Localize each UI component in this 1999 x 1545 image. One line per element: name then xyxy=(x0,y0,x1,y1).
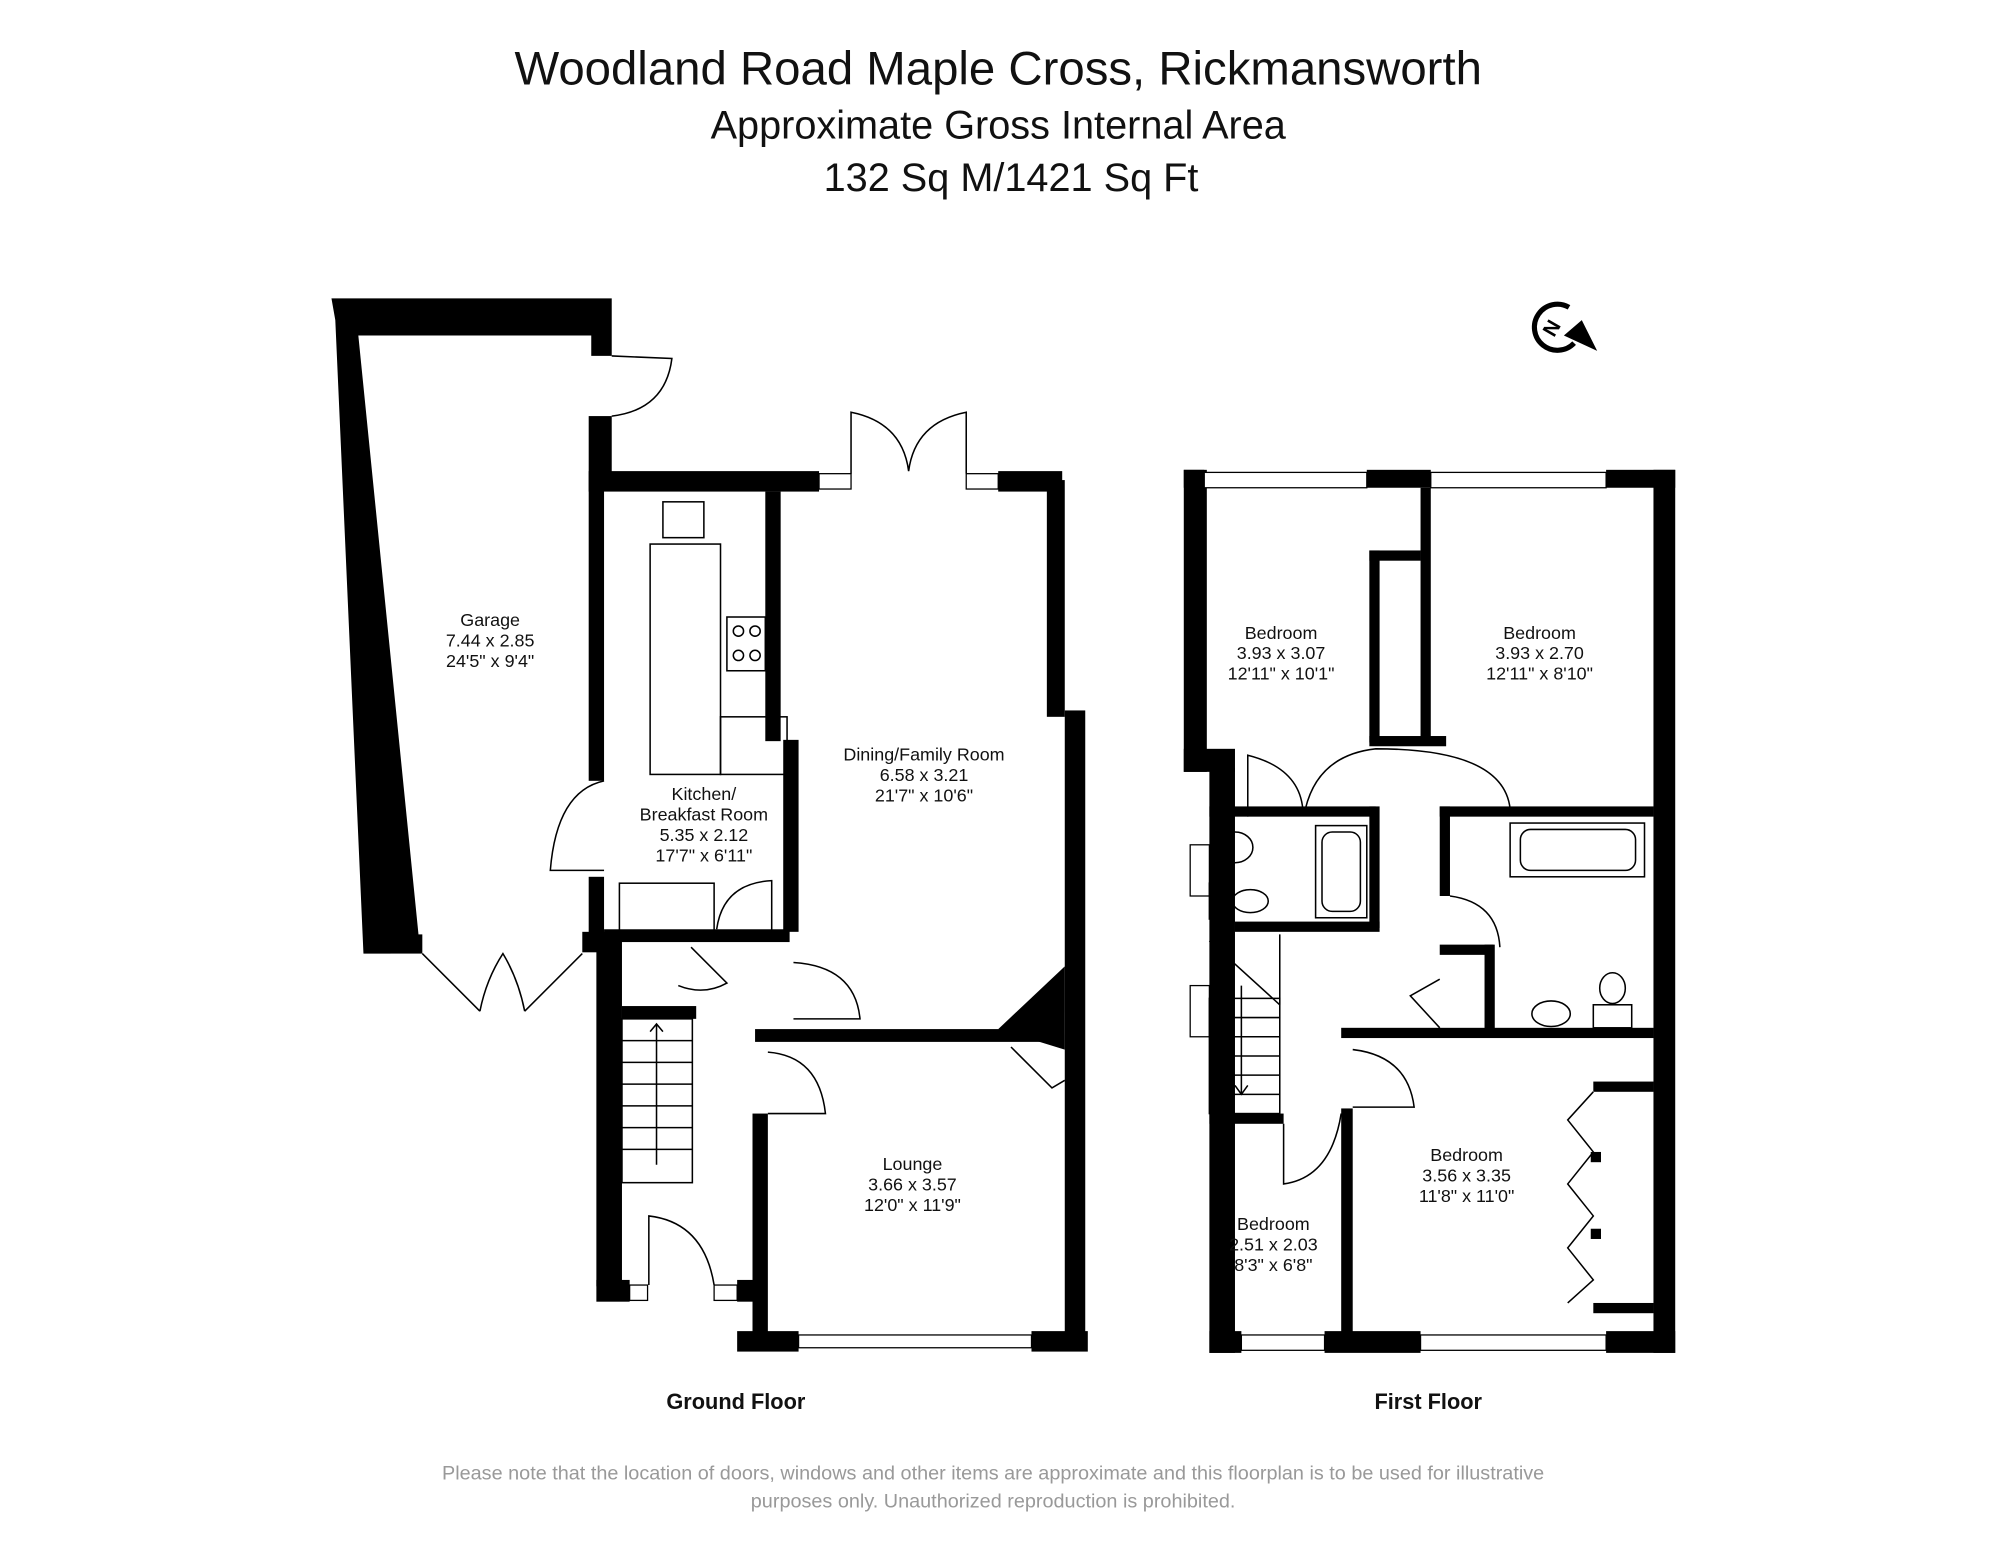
room-label: Garage xyxy=(460,610,520,630)
room-metric: 3.93 x 2.70 xyxy=(1495,643,1584,663)
stairs-icon xyxy=(621,1018,694,1184)
plan-subtitle: Approximate Gross Internal Area xyxy=(711,103,1287,147)
room-metric: 6.58 x 3.21 xyxy=(880,765,969,785)
plan-title: Woodland Road Maple Cross, Rickmansworth xyxy=(514,43,1481,96)
room-imperial: 8'3" x 6'8" xyxy=(1234,1255,1312,1275)
room-label: Bedroom xyxy=(1245,623,1318,643)
room-label: Kitchen/ xyxy=(672,784,737,804)
room-imperial: 24'5" x 9'4" xyxy=(446,651,534,671)
room-label: Bedroom xyxy=(1430,1145,1503,1165)
toilet-icon xyxy=(1208,882,1633,1029)
room-imperial: 12'0" x 11'9" xyxy=(864,1195,961,1215)
room-imperial: 11'8" x 11'0" xyxy=(1419,1186,1515,1206)
bath-icon xyxy=(1314,822,1646,919)
ground-floor-label: Ground Floor xyxy=(666,1389,805,1414)
room-metric: 3.93 x 3.07 xyxy=(1237,643,1326,663)
room-label: Bedroom xyxy=(1237,1214,1310,1234)
disclaimer-line-2: purposes only. Unauthorized reproduction… xyxy=(751,1491,1236,1513)
wardrobe-doors-icon xyxy=(1566,1091,1601,1304)
room-metric: 2.51 x 2.03 xyxy=(1229,1234,1318,1254)
hob-icon xyxy=(726,616,767,672)
room-imperial: 17'7" x 6'11" xyxy=(655,845,752,865)
room-label: Bedroom xyxy=(1503,623,1576,643)
room-imperial: 21'7" x 10'6" xyxy=(875,785,973,805)
room-label: Breakfast Room xyxy=(640,804,768,824)
room-imperial: 12'11" x 10'1" xyxy=(1228,664,1335,684)
first-floor-plan: Bedroom 3.93 x 3.07 12'11" x 10'1" Bedro… xyxy=(1183,469,1676,1353)
north-arrow-icon: N xyxy=(1531,301,1598,353)
room-label: Dining/Family Room xyxy=(843,744,1004,764)
ground-floor-plan: Garage 7.44 x 2.85 24'5" x 9'4" Kitchen/… xyxy=(331,298,1088,1352)
room-imperial: 12'11" x 8'10" xyxy=(1486,664,1593,684)
room-metric: 3.56 x 3.35 xyxy=(1422,1165,1511,1185)
first-floor-label: First Floor xyxy=(1374,1389,1482,1414)
svg-text:N: N xyxy=(1538,316,1565,340)
room-label: Lounge xyxy=(883,1154,943,1174)
room-metric: 3.66 x 3.57 xyxy=(868,1174,957,1194)
sink-icon xyxy=(1216,831,1572,1028)
plan-area: 132 Sq M/1421 Sq Ft xyxy=(824,156,1199,200)
room-metric: 5.35 x 2.12 xyxy=(660,825,749,845)
room-metric: 7.44 x 2.85 xyxy=(446,630,535,650)
disclaimer-line-1: Please note that the location of doors, … xyxy=(442,1463,1544,1485)
